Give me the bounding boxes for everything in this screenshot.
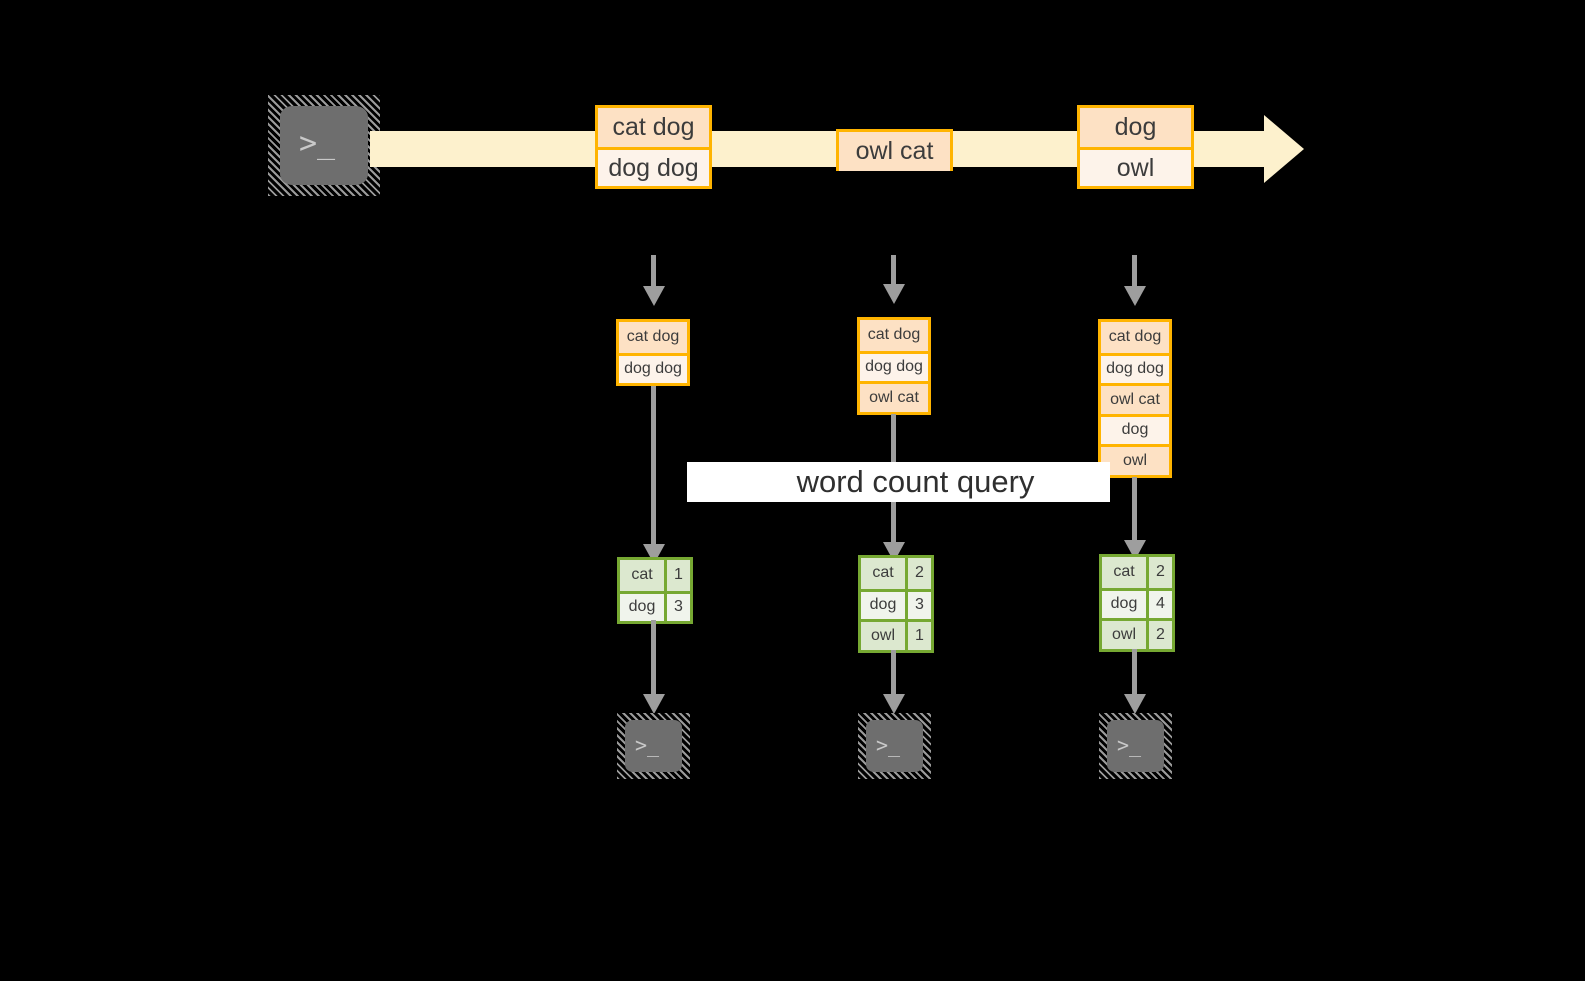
stream-group-3: dog owl (1077, 105, 1194, 189)
snapshot-record: owl cat (860, 381, 928, 412)
snapshot-record: dog dog (1101, 352, 1169, 383)
sink-terminal-icon-2: >_ (858, 713, 931, 779)
result-row: dog 3 (620, 590, 690, 621)
result-key: cat (861, 558, 905, 589)
sink-arrowhead-3 (1124, 694, 1146, 714)
result-row: cat 2 (861, 558, 931, 589)
sink-line-3 (1132, 649, 1137, 698)
feed-arrowhead-1 (643, 286, 665, 306)
query-label-text: word count query (796, 464, 1035, 499)
sink-arrowhead-2 (883, 694, 905, 714)
result-count: 2 (905, 558, 931, 589)
result-key: owl (1102, 621, 1146, 649)
terminal-face (866, 720, 923, 772)
sink-line-2 (891, 650, 896, 698)
result-count: 4 (1146, 590, 1172, 618)
stream-record: dog (1080, 108, 1191, 147)
stream-record: dog dog (598, 147, 709, 186)
snapshot-record: owl cat (1101, 383, 1169, 414)
sink-terminal-icon-3: >_ (1099, 713, 1172, 779)
query-line-3 (1132, 477, 1137, 544)
feed-arrowhead-3 (1124, 286, 1146, 306)
result-row: dog 4 (1102, 587, 1172, 618)
result-table-2: cat 2 dog 3 owl 1 (858, 555, 934, 653)
terminal-prompt-glyph: >_ (635, 733, 660, 757)
result-key: dog (620, 593, 664, 621)
terminal-face (1107, 720, 1164, 772)
result-key: cat (1102, 557, 1146, 588)
sink-terminal-icon-1: >_ (617, 713, 690, 779)
stream-record: cat dog (598, 108, 709, 147)
result-count: 3 (905, 591, 931, 619)
snapshot-table-1: cat dog dog dog (616, 319, 690, 386)
stream-record: owl (1080, 147, 1191, 186)
snapshot-table-2: cat dog dog dog owl cat (857, 317, 931, 415)
source-terminal-icon: >_ (268, 95, 380, 196)
result-row: dog 3 (861, 588, 931, 619)
snapshot-record: dog dog (619, 352, 687, 383)
stream-record: owl cat (839, 132, 950, 171)
result-count: 2 (1146, 557, 1172, 588)
terminal-prompt-glyph: >_ (876, 733, 901, 757)
result-row: owl 2 (1102, 618, 1172, 649)
result-count: 3 (664, 593, 690, 621)
result-key: owl (861, 622, 905, 650)
stream-group-1: cat dog dog dog (595, 105, 712, 189)
result-count: 1 (664, 560, 690, 591)
terminal-prompt-glyph: >_ (299, 126, 336, 161)
result-table-1: cat 1 dog 3 (617, 557, 693, 624)
feed-dash-2 (891, 255, 896, 287)
result-table-3: cat 2 dog 4 owl 2 (1099, 554, 1175, 652)
result-key: dog (1102, 590, 1146, 618)
query-line-1 (651, 386, 656, 547)
snapshot-record: dog (1101, 413, 1169, 444)
query-label-band: word count query (687, 462, 1110, 502)
snapshot-record: owl (1101, 444, 1169, 475)
sink-arrowhead-1 (643, 694, 665, 714)
snapshot-record: cat dog (860, 320, 928, 351)
terminal-face (280, 106, 368, 185)
snapshot-record: dog dog (860, 350, 928, 381)
feed-dash-3 (1132, 255, 1137, 287)
result-key: cat (620, 560, 664, 591)
result-row: cat 2 (1102, 557, 1172, 588)
terminal-face (625, 720, 682, 772)
result-count: 2 (1146, 621, 1172, 649)
snapshot-table-3: cat dog dog dog owl cat dog owl (1098, 319, 1172, 478)
snapshot-record: cat dog (619, 322, 687, 353)
feed-dash-1 (651, 255, 656, 287)
result-key: dog (861, 591, 905, 619)
feed-arrowhead-2 (883, 284, 905, 304)
terminal-prompt-glyph: >_ (1117, 733, 1142, 757)
result-count: 1 (905, 622, 931, 650)
result-row: owl 1 (861, 619, 931, 650)
result-row: cat 1 (620, 560, 690, 591)
snapshot-record: cat dog (1101, 322, 1169, 353)
stream-arrow-head (1264, 115, 1304, 183)
stream-group-2: owl cat (836, 129, 953, 171)
sink-line-1 (651, 620, 656, 698)
